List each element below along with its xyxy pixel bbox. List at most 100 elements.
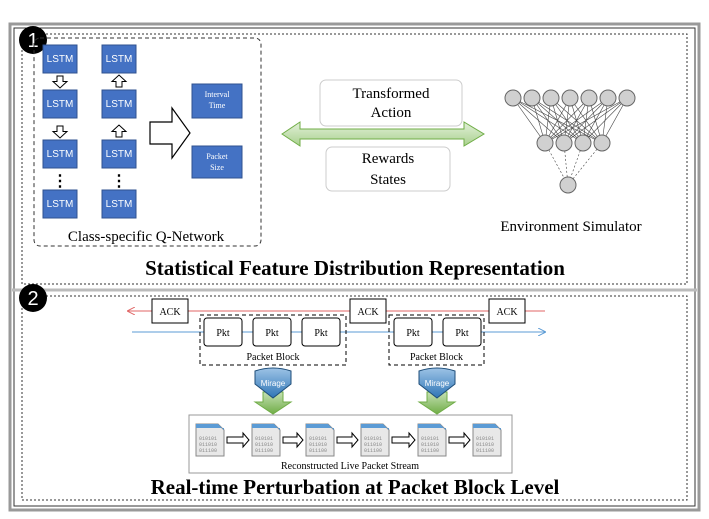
lstm-cell: LSTM (101, 139, 137, 169)
states-label: States (370, 172, 406, 188)
document-header (361, 424, 389, 430)
pkt-rect (252, 317, 292, 347)
stream-arrow (282, 431, 304, 449)
nn-edge (512, 97, 546, 144)
down-arrow (51, 125, 69, 139)
up-arrow (110, 74, 128, 88)
pkt-box: Pkt (393, 317, 433, 347)
document-header (473, 424, 501, 430)
lstm-cell-box (42, 89, 78, 119)
lstm-cell-label: LSTM (47, 54, 74, 65)
lstm-cell-label: LSTM (106, 54, 133, 65)
pkt-label: Pkt (265, 328, 279, 339)
reconstructed-stream: 0101010110100111000101010110100111000101… (195, 423, 502, 457)
bits-line: 011010 (364, 442, 382, 448)
nn-node (580, 89, 598, 107)
badge-one: 1 (19, 26, 47, 54)
q-network-box (33, 37, 262, 247)
down-arrow-green (253, 391, 293, 415)
q-network-output-arrow (149, 106, 191, 160)
down-arrow-green (417, 391, 457, 415)
packet-block-caption: Packet Block (410, 352, 463, 363)
interval-label-line1: Interval (205, 90, 231, 99)
pkt-rect (301, 317, 341, 347)
pkt-rect (393, 317, 433, 347)
nn-edge (544, 97, 628, 144)
ack-rect (151, 298, 189, 324)
nn-edge (567, 142, 603, 186)
ellipsis-dots: ⋮ (111, 173, 127, 190)
lstm-cell-box (42, 44, 78, 74)
lstm-cell-label: LSTM (47, 149, 74, 160)
stream-arrow (448, 431, 471, 449)
pkt-box: Pkt (301, 317, 341, 347)
lstm-cell: LSTM (101, 189, 137, 219)
ack-box: ACK (349, 298, 387, 324)
q-network-caption: Class-specific Q-Network (68, 229, 225, 245)
bits-line: 010101 (476, 436, 494, 442)
bits-line: 011100 (199, 448, 217, 454)
ellipsis-dots: ⋮ (52, 173, 68, 190)
transformed-action-box: Transformed Action (319, 79, 463, 127)
lstm-cell: LSTM (101, 44, 137, 74)
lstm-cell-box (42, 139, 78, 169)
bits-line: 011100 (421, 448, 439, 454)
nn-edge (544, 97, 609, 144)
bits-line: 011100 (309, 448, 327, 454)
section1-frame (21, 33, 688, 285)
bits-line: 010101 (255, 436, 273, 442)
ack-label: ACK (496, 307, 518, 318)
packet-block-caption: Packet Block (246, 352, 299, 363)
bits-line: 011100 (255, 448, 273, 454)
document-header (252, 424, 280, 430)
nn-node (574, 134, 592, 152)
up-arrow (110, 124, 128, 138)
nn-node (561, 89, 579, 107)
pkt-rect (203, 317, 243, 347)
ack-box: ACK (151, 298, 189, 324)
ack-rect (349, 298, 387, 324)
stream-arrow (391, 431, 416, 449)
stream-arrow (226, 431, 250, 449)
pkt-box: Pkt (203, 317, 243, 347)
outer-frame (8, 22, 701, 512)
lstm-cell: LSTM (42, 189, 78, 219)
shield-icon (254, 367, 292, 399)
lstm-cell: LSTM (42, 139, 78, 169)
mirage-shield: Mirage (253, 367, 293, 415)
bits-line: 010101 (421, 436, 439, 442)
environment-simulator-network (504, 89, 636, 194)
bits-line: 011010 (421, 442, 439, 448)
nn-edge (544, 97, 590, 144)
rewards-label: Rewards (362, 151, 415, 167)
section2-title: Real-time Perturbation at Packet Block L… (151, 475, 560, 499)
svg-text:2: 2 (27, 288, 38, 310)
badge-two: 2 (19, 284, 47, 312)
pkt-label: Pkt (455, 328, 469, 339)
nn-edge (601, 97, 628, 144)
pkt-label: Pkt (216, 328, 230, 339)
ack-box: ACK (488, 298, 526, 324)
interval-label-line2: Time (209, 101, 226, 110)
nn-edge (563, 97, 628, 144)
lstm-cell-box (101, 44, 137, 74)
mirage-shield: Mirage (417, 367, 457, 415)
nn-node (504, 89, 522, 107)
bidirectional-arrow (281, 121, 485, 147)
stream-box (188, 414, 513, 474)
lstm-cell-box (42, 189, 78, 219)
ack-label: ACK (357, 307, 379, 318)
nn-node (599, 89, 617, 107)
section2-frame (21, 295, 688, 501)
simulator-caption: Environment Simulator (500, 219, 641, 235)
lstm-cell: LSTM (42, 44, 78, 74)
packet-block-frame (199, 314, 347, 366)
bits-line: 011100 (476, 448, 494, 454)
lstm-cell-box (101, 189, 137, 219)
